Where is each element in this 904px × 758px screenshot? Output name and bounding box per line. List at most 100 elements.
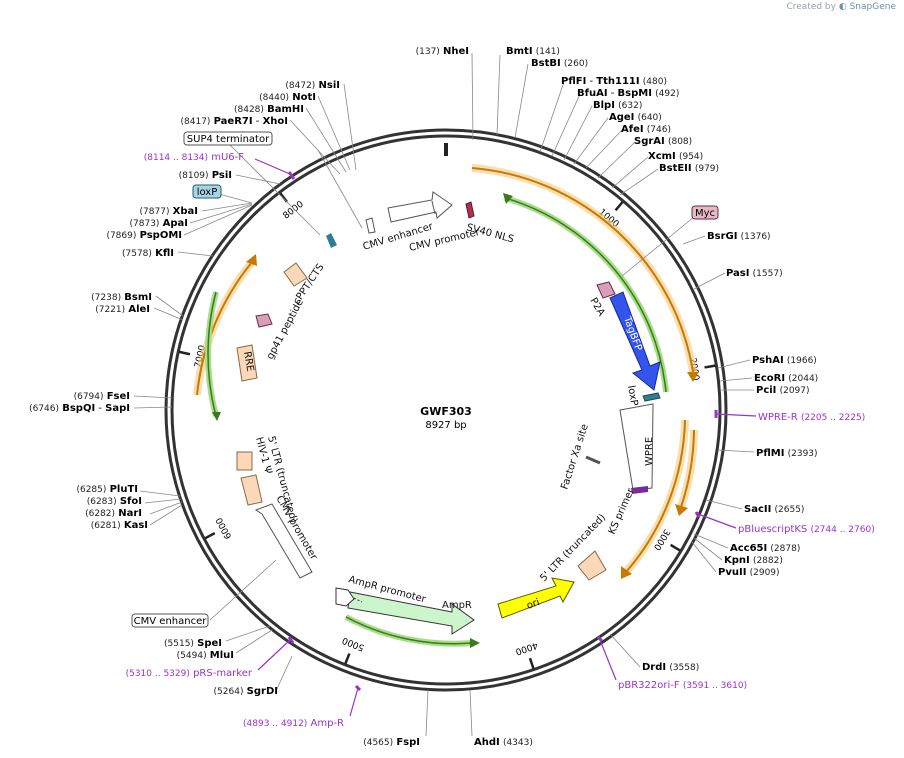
cppt-box [283,262,308,287]
plasmid-size: 8927 bp [425,420,466,431]
site-fspi: (4565) FspI [363,737,420,748]
site-spei: (5515) SpeI [164,638,222,649]
site-drdi: DrdI (3558) [642,662,699,673]
site-xcmi: XcmI (954) [648,151,703,162]
ltr5-left-box [236,451,253,471]
orange-arc-right-head [621,566,632,579]
label-ks-primer: KS primer [607,486,637,536]
site-nhei: (137) NheI [416,46,469,57]
rre-box [236,344,258,382]
site-bfuai: BfuAI - BspMI (492) [577,88,679,99]
loxp-outer-label: loxP [192,184,222,199]
tick-label: 5000 [341,634,366,652]
primer-labels: WPRE-R (2205 .. 2225)pBluescriptKS (2744… [126,152,875,729]
cmv-enhancer-arrow-top [387,191,453,223]
site-bsteii: BstEII (979) [659,163,719,174]
label-tagbfp: TagBFP [621,314,644,352]
inner-features [236,191,661,635]
site-blpi: BlpI (632) [593,100,642,111]
site-agei: AgeI (640) [609,112,662,123]
site-pcii: PciI (2097) [756,385,810,396]
label-rre: RRE [241,351,255,373]
ltr5-right-box [577,550,607,581]
tick-7000 [178,350,191,356]
site-sacii: SacII (2655) [744,504,804,515]
myc-tag-label: Myc [691,205,719,220]
sup4-terminator-label: SUP4 terminator [183,131,273,146]
site-pasi: PasI (1557) [726,268,783,279]
created-by-text: Created by [786,2,836,12]
site-bmti: BmtI (141) [506,46,560,57]
tick-5000 [344,653,351,665]
primer-pbr322ori-f: pBR322ori-F (3591 .. 3610) [618,680,747,691]
green-arc-bottom-head [470,638,480,648]
site-fsei: (6794) FseI [74,391,130,402]
site-kfli: (7578) KflI [122,248,174,259]
site-pspomi: (7869) PspOMI [106,230,182,241]
tick-6000 [204,532,216,540]
tick-1000 [614,201,624,212]
backbone-outer-ring [164,128,728,692]
cmv-enhancer-outer-label: CMV enhancer [131,613,209,628]
site-paer7i: (8417) PaeR7I - XhoI [181,116,289,127]
svg-text:loxP: loxP [197,187,218,198]
loxp-inner-feature [642,392,661,402]
site-mlui: (5494) MluI [177,650,234,661]
green-arc-right-head [503,193,513,204]
ori-arrow [497,577,575,619]
label-ori: ori [525,597,541,612]
site-acc65i: Acc65I (2878) [730,543,800,554]
orange-arc-left-head [246,254,257,266]
site-ahdi: AhdI (4343) [474,737,533,748]
ampr-arrow [347,591,475,635]
site-ecori: EcoRI (2044) [754,373,818,384]
orange-arc-top-right-head [687,372,699,382]
tagbfp-arrow [609,291,661,391]
boxed-labels: Myc loxP SUP4 terminator CMV enhancer [131,131,719,628]
ampr-promoter-arrow [335,587,355,607]
label-sv40-nls: SV40 NLS [465,222,515,245]
snapgene-icon: ◐ [838,2,847,12]
label-wpre: WPRE [644,437,655,466]
primer-prs-marker: (5310 .. 5329) pRS-marker [126,668,253,679]
gp41-peptide-feature [255,313,273,328]
primer-wpre-r: WPRE-R (2205 .. 2225) [758,412,865,423]
site-alei: (7221) AleI [95,304,150,315]
site-bsmi: (7238) BsmI [91,292,152,303]
site-pshai: PshAI (1966) [752,355,817,366]
svg-text:Myc: Myc [695,208,715,219]
snapgene-brand: SnapGene [849,2,896,12]
site-pluti: (6285) PluTI [76,484,138,495]
site-noti: (8440) NotI [259,92,316,103]
primer-markers [254,158,757,717]
label-ampr: AmpR [442,600,472,611]
p2a-feature [596,281,616,299]
site-afei: AfeI (746) [621,124,671,135]
site-nsii: (8472) NsiI [285,80,340,91]
label-p2a: P2A [587,296,606,318]
site-bsrgi: BsrGI (1376) [707,231,771,242]
sv40-nls-feature [465,201,475,219]
orange-arc-right-inner-head [675,504,688,516]
site-apai: (7873) ApaI [130,218,189,229]
site-sfoi: (6283) SfoI [87,496,142,507]
site-pvuii: PvuII (2909) [718,567,780,578]
site-bamhi: (8428) BamHI [234,104,304,115]
site-sgrai: SgrAI (808) [634,136,692,147]
site-sgrdi: (5264) SgrDI [214,686,278,697]
site-bspqi: (6746) BspQI - SapI [29,403,130,414]
small-white-arrow-top [365,217,376,234]
hiv-psi-box [240,474,263,506]
created-by-credit: Created by ◐ SnapGene [786,2,896,12]
site-nari: (6282) NarI [85,508,142,519]
tick-3000 [669,543,681,552]
plasmid-name: GWF303 [420,405,472,418]
svg-text:CMV enhancer: CMV enhancer [134,616,208,627]
tick-4000 [528,657,535,670]
tick-label: 4000 [514,639,539,656]
factor-xa-marker [585,455,601,465]
svg-text:SUP4 terminator: SUP4 terminator [187,134,270,145]
feature-arcs [193,164,699,648]
